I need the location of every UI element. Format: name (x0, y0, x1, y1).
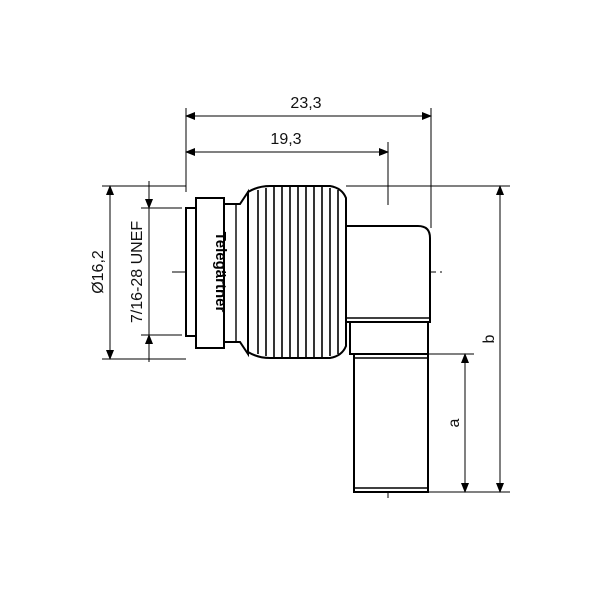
angle-housing (345, 225, 431, 323)
brand-logo: Telegärtner (212, 232, 229, 313)
dim-b-label: b (481, 334, 498, 343)
dimension-lines (106, 112, 504, 493)
connector-body (185, 185, 431, 493)
ferrule (349, 321, 429, 355)
housing-details (235, 204, 430, 489)
body-length-label: 19,3 (270, 131, 301, 148)
front-interface (185, 207, 197, 337)
knurling-ribs (257, 186, 339, 358)
knurled-nut (247, 185, 347, 359)
diameter-label: Ø16,2 (90, 250, 107, 294)
cable (353, 353, 429, 493)
overall-length-label: 23,3 (290, 95, 321, 112)
thread-ring (195, 197, 225, 349)
thread-label: 7/16-28 UNEF (129, 221, 146, 323)
dim-a-label: a (446, 418, 463, 427)
